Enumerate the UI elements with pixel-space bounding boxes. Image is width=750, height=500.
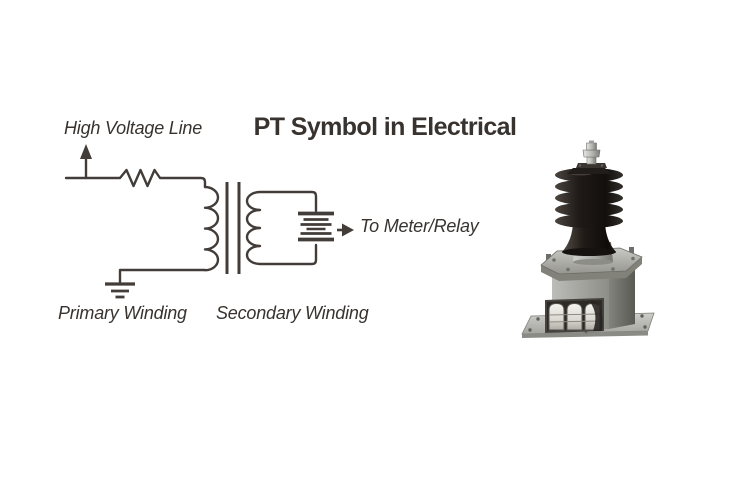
load-symbol xyxy=(298,211,334,242)
up-arrow-icon xyxy=(80,144,92,180)
potential-transformer-photo xyxy=(521,140,655,338)
insulator-cap xyxy=(567,163,611,174)
insulator-shed-stack xyxy=(555,168,623,228)
transformer-core-symbol xyxy=(225,182,241,274)
ground-symbol xyxy=(105,282,135,299)
output-arrow-icon xyxy=(337,223,354,237)
label-primary-winding: Primary Winding xyxy=(58,303,187,323)
insulator-skirt xyxy=(562,220,616,256)
primary-coil-symbol xyxy=(118,185,220,285)
resistor-symbol xyxy=(64,168,207,189)
top-terminal-stud xyxy=(582,140,601,165)
label-secondary-winding: Secondary Winding xyxy=(216,303,369,323)
pt-schematic-diagram xyxy=(64,144,354,299)
label-to-meter-relay: To Meter/Relay xyxy=(360,216,479,236)
secondary-terminals xyxy=(545,298,604,333)
label-high-voltage-line: High Voltage Line xyxy=(64,118,203,138)
page-title: PT Symbol in Electrical xyxy=(253,113,517,141)
secondary-coil-symbol xyxy=(245,190,318,266)
